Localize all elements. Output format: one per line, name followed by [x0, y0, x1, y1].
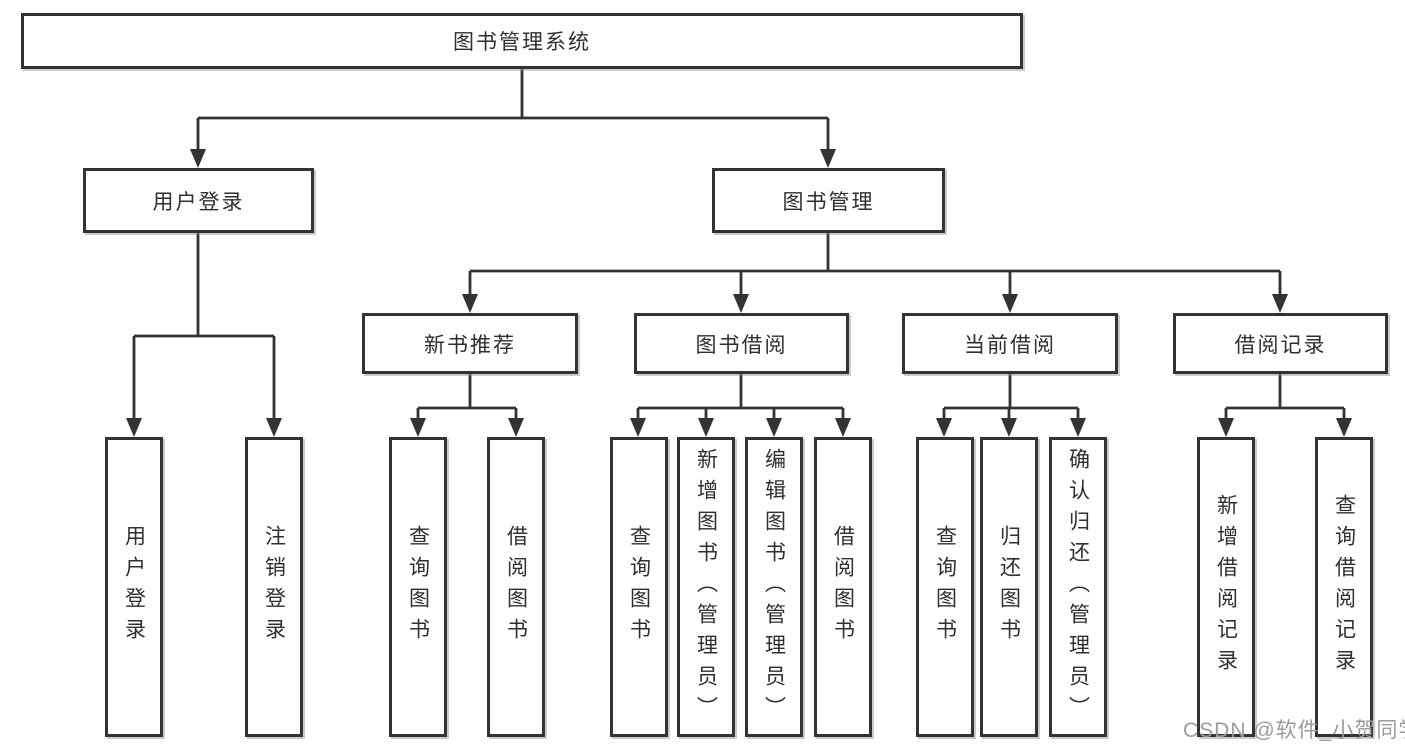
leaf-confirm-return-admin: 确认归还（管理员） — [1049, 437, 1107, 737]
csdn-watermark: CSDN @软件_小贺同学 — [1183, 719, 1405, 742]
node-root-system: 图书管理系统 — [21, 13, 1023, 69]
leaf-user-login: 用户登录 — [105, 437, 163, 737]
node-borrow-records: 借阅记录 — [1173, 313, 1388, 374]
node-new-book-recommend: 新书推荐 — [362, 313, 578, 374]
leaf-edit-book-admin: 编辑图书（管理员） — [745, 437, 803, 737]
node-book-management: 图书管理 — [712, 168, 945, 233]
node-book-borrow: 图书借阅 — [634, 313, 849, 374]
node-current-borrow: 当前借阅 — [902, 313, 1118, 374]
leaf-logout-login: 注销登录 — [245, 437, 303, 737]
leaf-borrow-borrow-book: 借阅图书 — [814, 437, 872, 737]
leaf-add-book-admin: 新增图书（管理员） — [677, 437, 735, 737]
leaf-recommend-query-book: 查询图书 — [389, 437, 447, 737]
node-user-login: 用户登录 — [83, 168, 314, 233]
leaf-query-borrow-record: 查询借阅记录 — [1315, 437, 1373, 737]
leaf-add-borrow-record: 新增借阅记录 — [1197, 437, 1255, 737]
leaf-recommend-borrow-book: 借阅图书 — [487, 437, 545, 737]
leaf-current-query-book: 查询图书 — [916, 437, 974, 737]
leaf-return-book: 归还图书 — [980, 437, 1038, 737]
leaf-borrow-query-book: 查询图书 — [610, 437, 668, 737]
